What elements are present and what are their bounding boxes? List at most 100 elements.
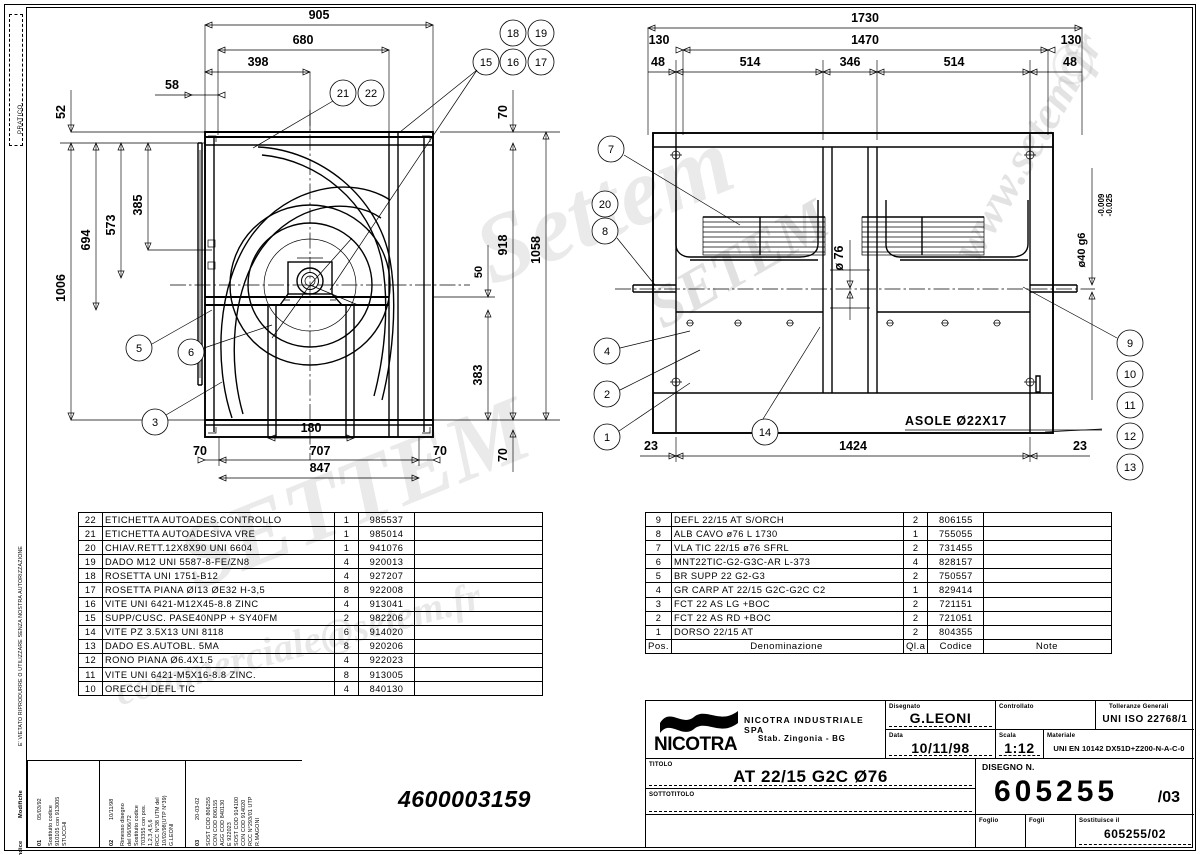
row-codice: 828157 [927, 554, 985, 570]
row-quantita: 4 [902, 554, 929, 570]
row-denominazione: ROSETTA PIANA ØI13 ØE32 H-3,5 [102, 582, 335, 598]
row-codice: 840130 [358, 681, 415, 697]
scale-cell: Scala 1:12 [996, 730, 1044, 759]
svg-text:1: 1 [604, 432, 610, 444]
row-codice: 750557 [927, 568, 985, 584]
scale-value: 1:12 [1004, 740, 1035, 756]
row-codice: 982206 [358, 610, 415, 626]
revision-note-line: CON COD 914020 [241, 799, 247, 846]
row-pos: 5 [645, 568, 672, 584]
row-quantita: 8 [334, 667, 359, 683]
balloon-15: 15 [472, 48, 500, 76]
svg-text:9: 9 [1127, 338, 1133, 350]
row-note [414, 638, 543, 654]
row-pos: 3 [645, 596, 672, 612]
revision-note-line: STUCCHI [62, 821, 68, 846]
general-tolerance-cell: Tolleranze Generali UNI ISO 22768/1 [1096, 701, 1194, 730]
row-denominazione: CHIAV.RETT.12X8X90 UNI 6604 [102, 540, 335, 556]
drawn-by-cell: Disegnato G.LEONI [886, 701, 996, 730]
row-codice: 985537 [358, 511, 415, 528]
row-pos: 19 [78, 554, 103, 570]
balloon-10: 10 [1116, 360, 1144, 388]
subtitle-label: SOTTOTITOLO [649, 790, 695, 798]
dim-48-right: 48 [1063, 55, 1077, 69]
title-value: AT 22/15 G2C Ø76 [733, 767, 888, 786]
svg-text:15: 15 [480, 57, 492, 69]
balloon-9: 9 [1116, 329, 1144, 357]
side-view: 1730 1470 130 130 48 514 346 514 48 [591, 11, 1144, 481]
dim-346: 346 [840, 55, 861, 69]
balloon-20: 20 [591, 190, 619, 218]
svg-text:3: 3 [152, 417, 158, 429]
dim-23-right: 23 [1073, 439, 1087, 453]
balloon-19: 19 [527, 19, 555, 47]
revision-date: 10/11/98 [109, 798, 115, 820]
row-codice: 721151 [927, 596, 985, 612]
row-codice: 913041 [358, 596, 415, 612]
row-quantita: 4 [334, 652, 359, 669]
nicotra-wave-icon [660, 711, 738, 733]
row-pos: 14 [78, 624, 103, 640]
row-quantita: 2 [902, 610, 929, 626]
balloon-16: 16 [499, 48, 527, 76]
row-pos: 15 [78, 610, 103, 626]
revision-note-line: Sostituito codice [48, 805, 54, 846]
row-pos: 17 [78, 582, 103, 598]
row-note [414, 511, 543, 528]
general-tolerance-value: UNI ISO 22768/1 [1102, 714, 1188, 725]
revision-note-line: 703355 con pos. [141, 804, 147, 846]
row-note [983, 568, 1113, 584]
row-note [983, 511, 1113, 528]
revision-note-line: 10/02/98(UTP N°39) [162, 795, 168, 846]
svg-text:10: 10 [1124, 369, 1136, 381]
pratico-box [9, 14, 23, 146]
dim-1730: 1730 [851, 11, 879, 25]
row-pos: 11 [78, 667, 103, 683]
row-codice: 806155 [927, 511, 985, 528]
row-quantita: 4 [334, 681, 359, 697]
revision-index: 01 [37, 839, 43, 846]
dim-70-left: 70 [193, 444, 207, 458]
replaces-cell: Sostituisce il 605255/02 [1076, 815, 1194, 847]
revision-note-line: E 922023 [227, 822, 233, 846]
svg-text:17: 17 [535, 57, 547, 69]
svg-text:7: 7 [608, 144, 614, 156]
dim-1006: 1006 [54, 274, 68, 302]
dim-1058: 1058 [529, 236, 543, 264]
row-note [983, 582, 1113, 598]
drawing-number-label: DISEGNO N. [982, 762, 1035, 772]
row-note [414, 540, 543, 556]
row-denominazione: VITE UNI 6421-M5X16-8.8 ZINC. [102, 667, 335, 683]
company-plant: Stab. Zingonia - BG [758, 734, 846, 743]
row-note [983, 596, 1113, 612]
revision-index: 03 [195, 839, 201, 846]
svg-text:8: 8 [602, 226, 608, 238]
sheets-total-label: Fogli [1029, 816, 1045, 824]
row-codice: 985014 [358, 526, 415, 542]
row-quantita: 1 [334, 511, 359, 528]
blank-strip-cell [646, 815, 976, 847]
revision-note-line: R.MAGONI [255, 817, 261, 846]
row-codice: 922023 [358, 652, 415, 669]
row-denominazione: VITE PZ 3.5X13 UNI 8118 [102, 624, 335, 640]
row-note [414, 667, 543, 683]
balloon-11: 11 [1116, 391, 1144, 419]
corner-mounts [670, 149, 1036, 388]
row-codice: 731455 [927, 540, 985, 556]
row-pos: 20 [78, 540, 103, 556]
row-denominazione: DADO ES.AUTOBL. 5MA [102, 638, 335, 654]
svg-text:21: 21 [337, 88, 349, 100]
row-codice: 914020 [358, 624, 415, 640]
balloon-6: 6 [177, 338, 205, 366]
row-denominazione: DADO M12 UNI 5587-8-FE/ZN8 [102, 554, 335, 570]
